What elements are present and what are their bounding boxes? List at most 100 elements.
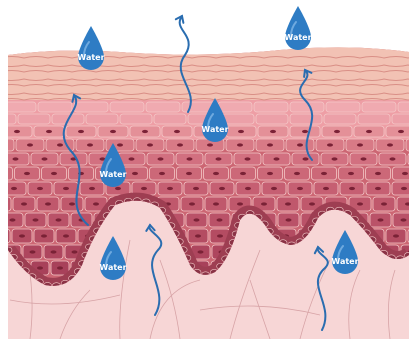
nucleus [271,187,277,190]
nucleus [189,202,195,205]
nucleus [19,234,25,237]
nucleus [42,157,48,160]
nucleus [63,234,69,237]
cell [86,114,118,124]
nucleus [14,130,20,133]
nucleus [129,157,135,160]
nucleus [89,187,95,190]
cell [120,114,152,124]
nucleus [24,172,30,175]
cell [398,102,409,112]
nucleus [57,143,63,146]
nucleus [27,143,33,146]
nucleus [237,202,243,205]
nucleus [132,172,138,175]
nucleus [177,143,183,146]
nucleus [286,218,292,221]
nucleus [21,202,27,205]
cell [358,114,390,124]
nucleus [186,172,192,175]
nucleus [349,187,355,190]
nucleus [51,250,57,253]
nucleus [381,202,387,205]
nucleus [387,143,393,146]
cell [290,114,322,124]
nucleus [0,143,3,146]
nucleus [147,143,153,146]
cell [146,102,180,112]
nucleus [72,250,78,253]
water-label: Water [201,125,228,134]
nucleus [87,143,93,146]
nucleus [141,187,147,190]
nucleus [393,234,399,237]
nucleus [261,202,267,205]
nucleus [0,202,3,205]
nucleus [321,172,327,175]
water-drop: Water [77,26,104,70]
cell [0,139,14,151]
nucleus [219,187,225,190]
nucleus [13,157,19,160]
nucleus [198,250,204,253]
nucleus [30,250,36,253]
nucleus [41,234,47,237]
nucleus [297,143,303,146]
stratum-corneum [0,40,409,100]
nucleus [285,202,291,205]
cell [154,114,186,124]
cell [218,102,252,112]
cell [0,114,16,124]
nucleus [327,143,333,146]
nucleus [302,130,308,133]
cell [0,167,13,180]
nucleus [237,143,243,146]
nucleus [366,130,372,133]
nucleus [37,187,43,190]
nucleus [213,172,219,175]
nucleus [207,143,213,146]
nucleus [187,157,193,160]
nucleus [0,172,3,175]
cell [326,102,360,112]
cell [222,114,254,124]
cell [324,114,356,124]
cell [0,261,9,275]
nucleus [375,187,381,190]
nucleus [245,157,251,160]
nucleus [309,202,315,205]
cell [256,114,288,124]
nucleus [51,172,57,175]
nucleus [267,143,273,146]
nucleus [46,130,52,133]
nucleus [297,187,303,190]
nucleus [245,187,251,190]
water-label: Water [284,33,311,42]
nucleus [294,172,300,175]
nucleus [142,130,148,133]
nucleus [270,130,276,133]
nucleus [167,187,173,190]
nucleus [69,202,75,205]
cell [18,114,50,124]
nucleus [11,187,17,190]
nucleus [357,202,363,205]
nucleus [375,172,381,175]
nucleus [158,157,164,160]
nucleus [213,202,219,205]
nucleus [217,218,223,221]
water-label: Water [77,53,104,62]
cell [38,102,72,112]
nucleus [194,218,200,221]
nucleus [174,130,180,133]
nucleus [240,172,246,175]
nucleus [267,172,273,175]
nucleus [115,187,121,190]
nucleus [117,143,123,146]
water-label: Water [99,170,126,179]
nucleus [195,234,201,237]
nucleus [63,187,69,190]
nucleus [45,202,51,205]
nucleus [110,130,116,133]
nucleus [10,218,16,221]
